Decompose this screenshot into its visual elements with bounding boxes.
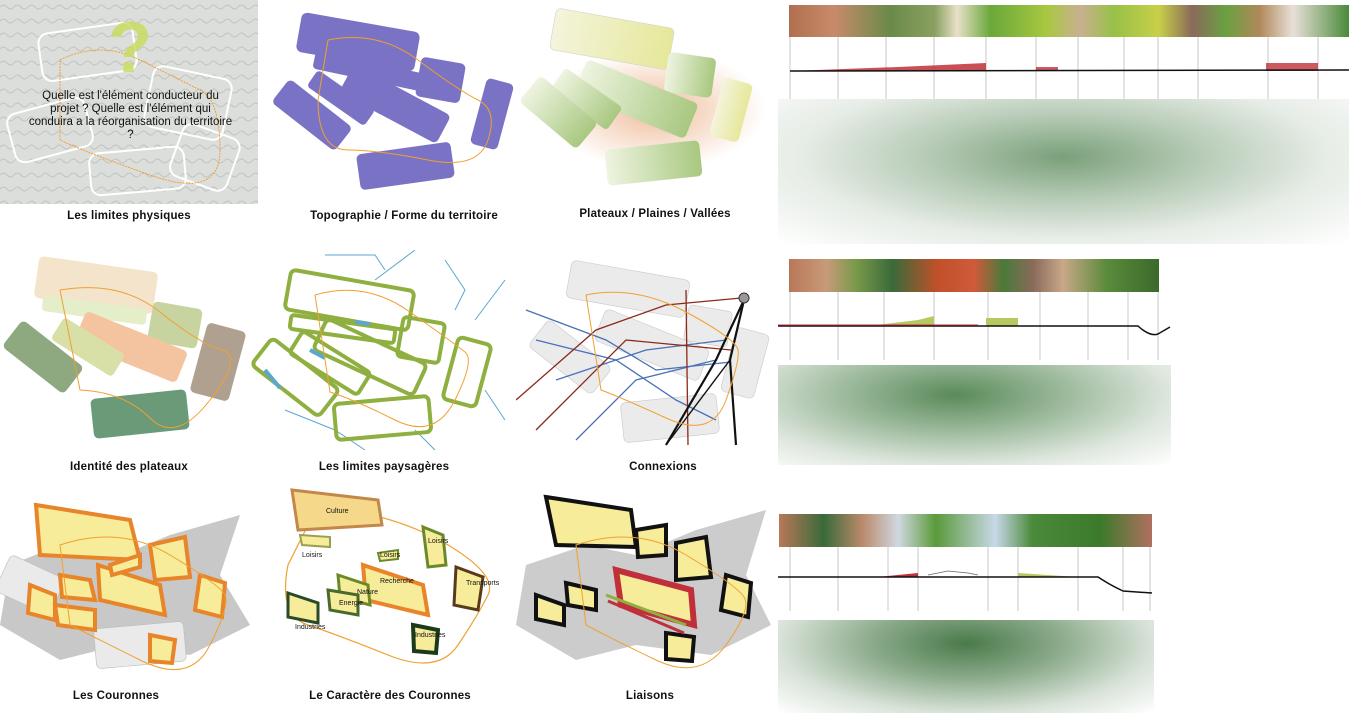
couronnes-diagram [0,502,250,671]
caption-9: Liaisons [625,690,675,702]
terrain-map-1 [778,99,1349,244]
photo-strip-3 [779,514,1152,547]
terrain-map-2 [778,365,1171,465]
paysage-diagram [251,250,506,450]
caption-6: Connexions [629,461,697,473]
caractere-diagram: Culture Loisirs Loisirs Loisirs Transpor… [284,488,500,664]
liaisons-diagram [516,494,771,669]
panel-caractere-couronnes: Culture Loisirs Loisirs Loisirs Transpor… [258,485,516,680]
question-mark-icon: ? [108,8,152,88]
label-industries-2: Industries [415,632,446,639]
caption-4: Identité des plateaux [70,461,188,473]
panel-couronnes [0,485,258,680]
caption-5: Les limites paysagères [318,461,450,473]
label-recherche: Recherche [380,578,414,585]
panel-liaisons [516,485,774,680]
profile-section-2 [778,292,1171,360]
panel-limites-physiques: ? Quelle est l'élément conducteur du pro… [0,0,258,204]
caption-1: Les limites physiques [67,210,191,222]
label-loisirs-2: Loisirs [380,552,401,559]
panel-connexions [516,250,774,450]
label-loisirs-1: Loisirs [302,552,323,559]
label-industries-1: Industries [295,624,326,631]
photo-strip-2 [789,259,1159,292]
profile-section-1 [789,37,1349,99]
panel-topographie [258,0,516,204]
caption-2: Topographie / Forme du territoire [310,210,498,222]
relief-map: ? [0,0,258,204]
panel-identite-plateaux [0,250,258,450]
panel-plateaux [516,0,774,204]
label-energie: Energie [339,600,363,607]
caption-7: Les Couronnes [72,690,160,702]
plateaux-diagram [520,8,766,186]
label-transports: Transports [466,580,500,587]
connexions-diagram [516,260,770,446]
panel-limites-paysageres [245,250,515,450]
question-text: Quelle est l'élément conducteur du proje… [28,90,233,141]
label-loisirs-3: Loisirs [428,538,449,545]
caption-3: Plateaux / Plaines / Vallées [579,208,731,220]
photo-strip-1 [789,5,1349,37]
label-nature: Nature [357,589,378,596]
purple-blocks-diagram [273,12,514,190]
terrain-map-3 [778,620,1154,713]
caption-8: Le Caractère des Couronnes [309,690,471,702]
label-culture: Culture [326,508,349,515]
profile-section-3 [778,547,1153,611]
identite-diagram [3,256,246,439]
